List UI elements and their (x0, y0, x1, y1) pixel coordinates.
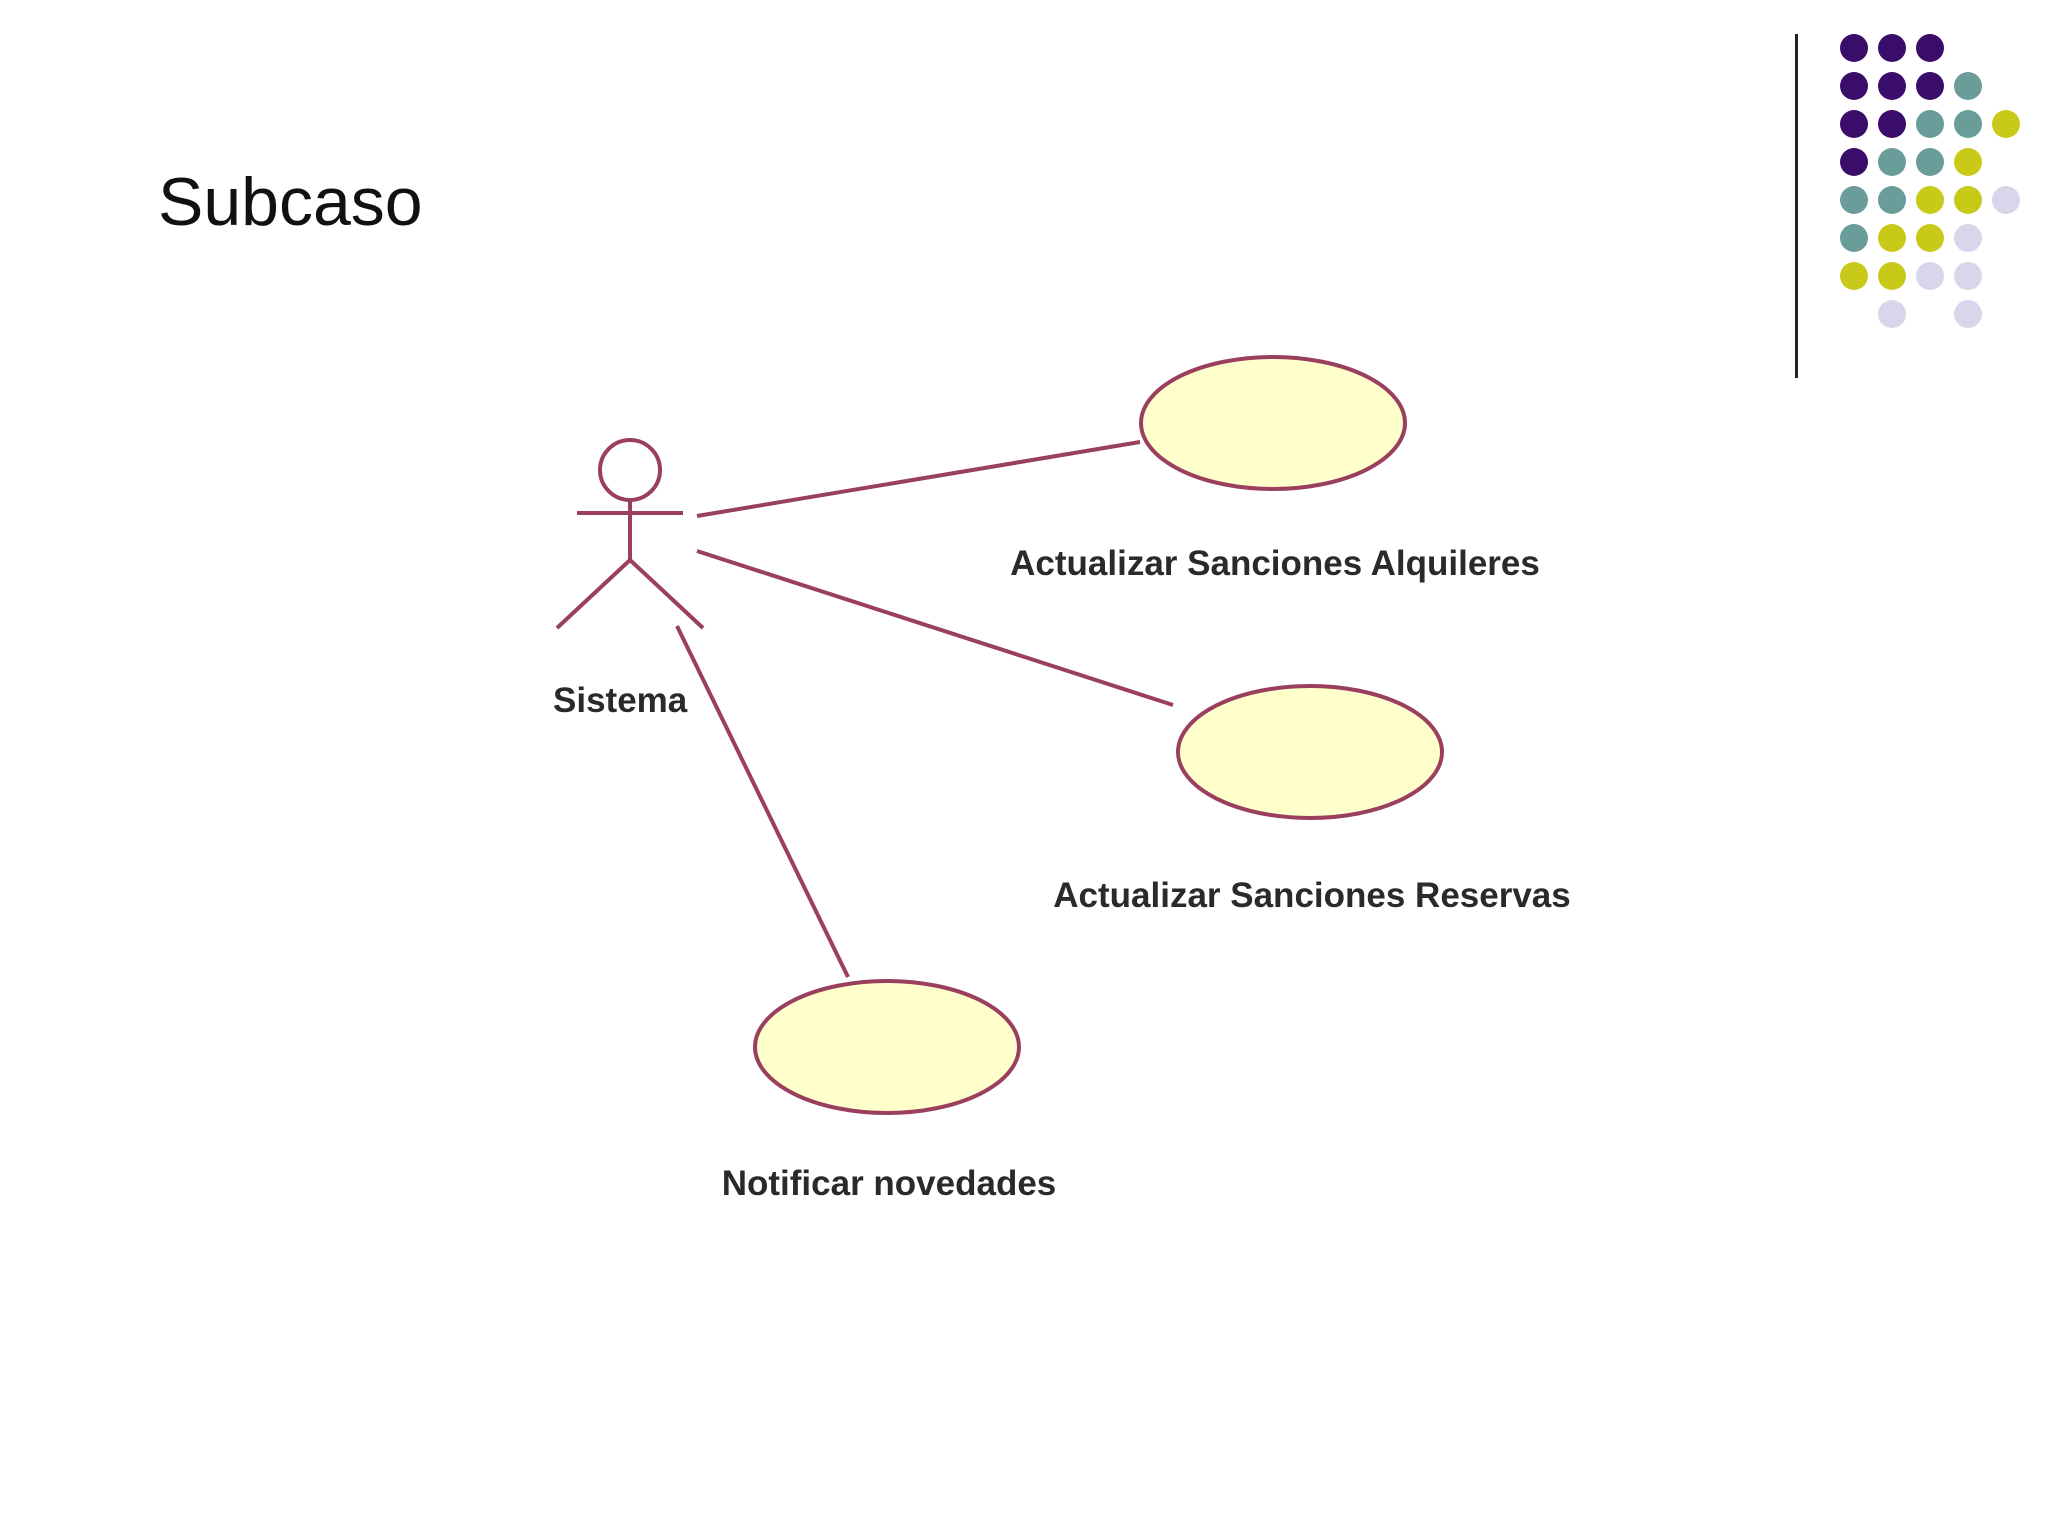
decorative-dot (1916, 224, 1944, 252)
decorative-dot (1916, 72, 1944, 100)
decorative-dot (1878, 300, 1906, 328)
decorative-dot (1840, 148, 1868, 176)
decorative-dot (1954, 72, 1982, 100)
actor-left-leg (555, 558, 632, 630)
actor-stick-figure (555, 438, 705, 630)
decorative-dot (1954, 262, 1982, 290)
actor-head (598, 438, 662, 502)
decorative-dot (1840, 110, 1868, 138)
use-case-label-notificar: Notificar novedades (722, 1164, 1057, 1203)
decorative-dot (1840, 262, 1868, 290)
association-line-alquileres (696, 440, 1141, 518)
association-line-notificar (675, 625, 850, 978)
slide-title: Subcaso (158, 164, 423, 240)
use-case-label-alquileres: Actualizar Sanciones Alquileres (1010, 544, 1540, 583)
use-case-ellipse-reservas[interactable] (1176, 684, 1444, 820)
use-case-label-reservas: Actualizar Sanciones Reservas (1053, 876, 1570, 915)
decorative-dot (1954, 148, 1982, 176)
decorative-dot (1954, 110, 1982, 138)
decorative-dot (1916, 186, 1944, 214)
decorative-dot (1878, 224, 1906, 252)
decorative-dot (1992, 110, 2020, 138)
decorative-dot (1916, 34, 1944, 62)
decorative-dot (1878, 148, 1906, 176)
decorative-dot (1878, 34, 1906, 62)
decorative-dot (1878, 262, 1906, 290)
decorative-dot (1916, 148, 1944, 176)
decorative-dot (1954, 300, 1982, 328)
decorative-dot (1916, 262, 1944, 290)
use-case-ellipse-alquileres[interactable] (1139, 355, 1407, 491)
decorative-dot (1878, 186, 1906, 214)
decorative-dot (1840, 72, 1868, 100)
decorative-dot-grid (1840, 34, 2020, 328)
decorative-dot (1878, 72, 1906, 100)
decorative-dot (1840, 34, 1868, 62)
association-line-reservas (696, 549, 1174, 707)
decorative-dot (1916, 110, 1944, 138)
decorative-dot (1992, 186, 2020, 214)
decorative-dot (1840, 186, 1868, 214)
use-case-ellipse-notificar[interactable] (753, 979, 1021, 1115)
decorative-dot (1878, 110, 1906, 138)
decorative-dot (1840, 224, 1868, 252)
actor-right-leg (628, 558, 705, 630)
decorative-dot (1954, 186, 1982, 214)
decorative-divider (1795, 34, 1798, 378)
decorative-dot (1954, 224, 1982, 252)
actor-name: Sistema (553, 681, 688, 720)
